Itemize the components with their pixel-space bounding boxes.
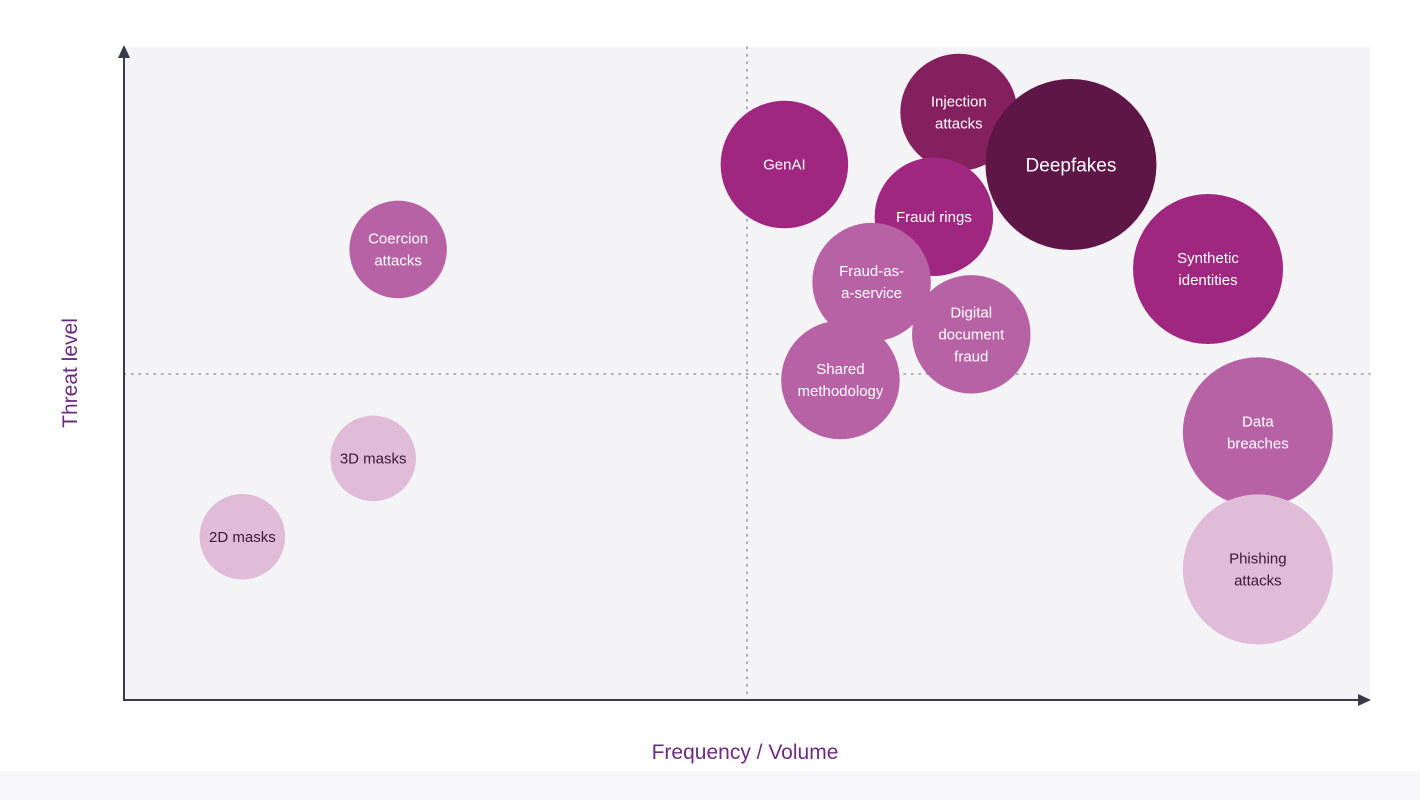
bubble-circle: [1182, 357, 1333, 508]
bubble: Coercion attacks: [349, 200, 447, 299]
bubble: 3D masks: [330, 415, 416, 502]
bubble-label: attacks: [935, 115, 983, 132]
bubble-label: Synthetic: [1177, 250, 1239, 267]
bubble-label: Shared: [816, 361, 864, 378]
bubble: Shared methodology: [781, 320, 900, 440]
bubble-label: 2D masks: [209, 529, 276, 546]
bubble-label: identities: [1178, 272, 1237, 289]
bubble-series: Coercion attacks 3D masks 2D masks GenAI Inje…: [199, 53, 1333, 645]
bubble-circle: [330, 415, 416, 502]
bubble-circle: [720, 100, 849, 229]
x-axis-title: Frequency / Volume: [652, 741, 839, 764]
bubble-circle: [199, 494, 286, 580]
bubble-label: fraud: [954, 348, 988, 365]
bubble-label: Fraud rings: [896, 209, 972, 226]
bubble-label: document: [938, 326, 1005, 343]
y-axis-arrow-icon: [118, 45, 130, 58]
bubble-label: 3D masks: [340, 450, 407, 467]
bubble-label: GenAI: [763, 157, 806, 174]
bubble-label: Data: [1242, 413, 1274, 430]
bubble: GenAI: [720, 100, 849, 229]
bubble: Fraud-as-a-service: [812, 222, 931, 342]
bubble: Phishing attacks: [1182, 494, 1333, 645]
x-axis-arrow-icon: [1358, 694, 1371, 706]
bubble-label: breaches: [1227, 435, 1289, 452]
bubble-circle: [912, 275, 1031, 394]
bubble-circle: [812, 222, 931, 342]
bubble: Synthetic identities: [1133, 194, 1284, 345]
bubble: 2D masks: [199, 494, 286, 580]
bubble-circle: [985, 79, 1157, 251]
bubble-label: Coercion: [368, 230, 428, 247]
bubble-label: a-service: [841, 285, 902, 302]
bubble: Deepfakes: [985, 79, 1157, 251]
bubble-circle: [349, 200, 447, 299]
bubble-label: Phishing: [1229, 550, 1287, 567]
bubble-label: Deepfakes: [1026, 156, 1117, 177]
bubble-label: Digital: [950, 304, 992, 321]
bubble-circle: [781, 320, 900, 440]
bottom-band: [0, 771, 1420, 800]
bubble-circle: [900, 53, 1018, 171]
bubble-label: attacks: [1234, 572, 1282, 589]
bubble-circle: [1182, 494, 1333, 645]
bubble-circle: [1133, 194, 1284, 345]
y-axis-title: Threat level: [59, 318, 82, 428]
bubble-label: Injection: [931, 93, 987, 110]
bubble-label: attacks: [374, 252, 422, 269]
bubble-label: methodology: [797, 383, 883, 400]
bubble: Digital document fraud: [912, 275, 1031, 394]
bubble: Injection attacks: [900, 53, 1018, 171]
bubble-label: Fraud-as-: [839, 263, 904, 280]
bubble: Data breaches: [1182, 357, 1333, 508]
